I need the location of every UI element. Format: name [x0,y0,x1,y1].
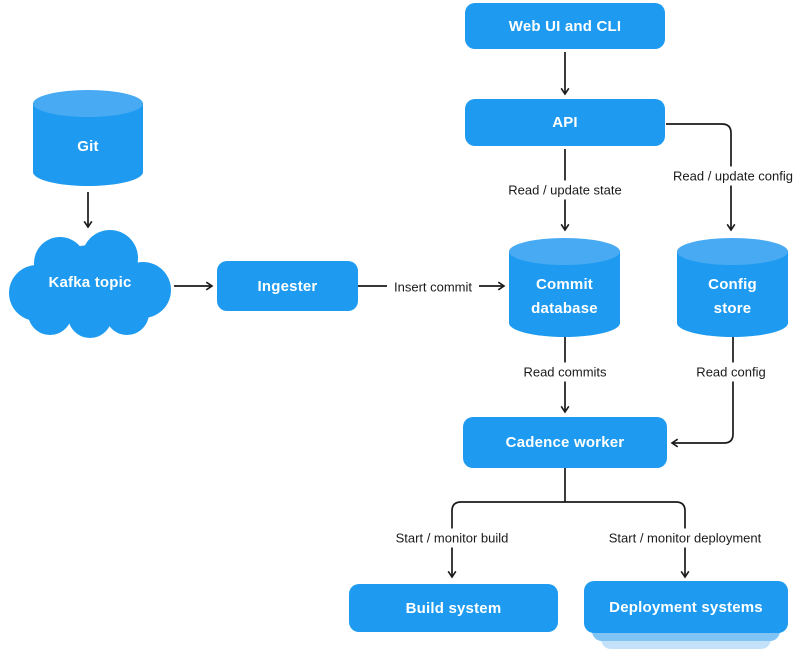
commit-database-cylinder-top [509,238,620,265]
node-api-label: API [552,114,578,131]
edge-label-start-monitor-build: Start / monitor build [388,528,516,548]
node-api: API [465,99,665,146]
edge-cadence-to-deploy [565,501,690,579]
node-config-store-label: Config store [708,275,757,317]
node-build-system-label: Build system [405,599,502,617]
edge-label-insert-commit: Insert commit [386,277,480,297]
commit-database-cylinder-body [509,251,620,337]
kafka-cloud-shape [9,230,171,338]
edge-cadence-to-build [447,501,565,579]
edge-label-read-update-config: Read / update config [666,166,800,186]
node-cadence-worker: Cadence worker [463,417,667,468]
node-cadence-worker-label: Cadence worker [505,434,625,451]
node-ingester: Ingester [217,261,358,311]
edge-config-store-to-cadence [670,336,734,448]
node-kafka-topic: Kafka topic [5,225,175,340]
config-store-cylinder-body [677,251,788,337]
git-cylinder-top [33,90,143,117]
edge-label-read-config: Read config [689,362,773,382]
config-store-cylinder-top [677,238,788,265]
node-config-store-cylinder: Config store [677,238,788,337]
node-web-ui-and-cli: Web UI and CLI [465,3,665,49]
edge-api-to-config-store [666,123,736,232]
node-build-system: Build system [349,584,558,632]
node-kafka-topic-label: Kafka topic [48,274,132,291]
node-git-label: Git [77,138,99,155]
edge-label-read-update-state: Read / update state [501,180,629,200]
node-commit-database-label: Commit database [531,275,598,317]
node-commit-database-cylinder: Commit database [509,238,620,337]
node-ingester-label: Ingester [257,277,318,295]
node-deployment-systems-label: Deployment systems [609,598,763,616]
node-git-cylinder: Git [33,90,143,186]
node-web-ui-and-cli-label: Web UI and CLI [508,17,622,35]
node-deployment-systems: Deployment systems [584,581,788,633]
edge-label-start-monitor-deployment: Start / monitor deployment [601,528,769,548]
edge-label-read-commits: Read commits [516,362,614,382]
